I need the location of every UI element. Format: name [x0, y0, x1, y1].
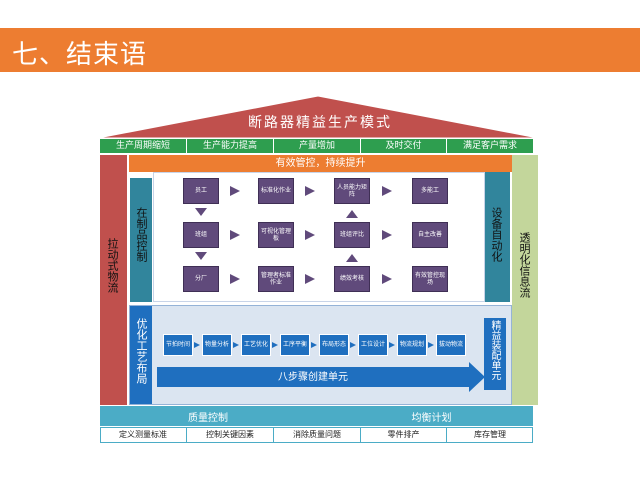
grid-box: 有效管控现场 [412, 266, 448, 292]
goal-3: 产量增加 [274, 139, 361, 153]
arrow-right-icon [382, 274, 392, 284]
inner-right-label: 设备自动化 [490, 207, 503, 262]
step-box: 工序平衡 [280, 334, 310, 356]
page-title: 七、结束语 [12, 40, 148, 70]
inner-left-label: 在制品控制 [135, 207, 148, 262]
arrow-right-icon [305, 230, 315, 240]
grid-box: 绩效考核 [334, 266, 370, 292]
inner-right-pillar [485, 172, 510, 302]
roof [97, 95, 539, 139]
foundation-item: 消除质量问题 [274, 427, 361, 443]
grid-box: 分厂 [183, 266, 219, 292]
lean-unit-label: 精益装配单元 [489, 320, 500, 380]
arrow-right-icon [389, 342, 395, 348]
arrow-down-icon [195, 252, 207, 260]
arrow-right-icon [305, 274, 315, 284]
right-pillar [512, 155, 538, 405]
grid-box: 管理者标准作业 [258, 266, 294, 292]
foundation-item: 库存管理 [474, 430, 506, 439]
arrow-right-icon [428, 342, 434, 348]
foundation-bottom [100, 427, 533, 443]
grid-box: 标准化作业 [258, 178, 294, 204]
eight-steps-label: 八步骤创建单元 [278, 372, 348, 383]
arrow-right-icon [233, 342, 239, 348]
foundation-item: 零件排产 [361, 427, 447, 443]
big-arrow-icon [157, 362, 485, 392]
step-box: 工位设计 [358, 334, 388, 356]
grid-box: 班组评比 [334, 222, 370, 248]
grid-box: 人员能力矩阵 [334, 178, 370, 204]
foundation-top [100, 406, 533, 426]
arrow-right-icon [194, 342, 200, 348]
arrow-down-icon [195, 208, 207, 216]
arrow-right-icon [230, 186, 240, 196]
arrow-right-icon [382, 230, 392, 240]
goal-2: 生产能力提高 [187, 139, 274, 153]
top-bar: 有效管控，持续提升 [129, 155, 512, 172]
arrow-right-icon [311, 342, 317, 348]
grid-box: 员工 [183, 178, 219, 204]
grid-box: 自主改善 [412, 222, 448, 248]
title-bar [0, 28, 640, 72]
foundation-plan: 均衡计划 [411, 413, 452, 424]
step-box: 物量分析 [202, 334, 232, 356]
step-box: 布局形态 [319, 334, 349, 356]
goal-5: 满足客户需求 [447, 139, 533, 153]
step-box: 拔动物流 [436, 334, 466, 356]
left-pillar-label: 拉动式物流 [106, 238, 119, 293]
grid-box: 可视化管理板 [258, 222, 294, 248]
arrow-right-icon [230, 274, 240, 284]
arrow-right-icon [305, 186, 315, 196]
arrow-up-icon [346, 254, 358, 262]
lean-unit-box [484, 318, 506, 390]
foundation-quality: 质量控制 [188, 413, 228, 424]
left-pillar [100, 155, 127, 405]
arrow-right-icon [272, 342, 278, 348]
goal-1: 生产周期缩短 [100, 139, 187, 153]
arrow-right-icon [230, 230, 240, 240]
inner-left-pillar [130, 178, 152, 302]
right-pillar-label: 透明化信息流 [518, 232, 531, 298]
foundation-item: 定义测量标准 [100, 427, 187, 443]
arrow-right-icon [382, 186, 392, 196]
layout-label-bg [130, 306, 152, 404]
arrow-right-icon [350, 342, 356, 348]
arrow-up-icon [346, 210, 358, 218]
step-box: 工艺优化 [241, 334, 271, 356]
grid-box: 多能工 [412, 178, 448, 204]
goal-4: 及时交付 [361, 139, 447, 153]
layout-label: 优化工艺布局 [135, 318, 148, 384]
roof-title: 断路器精益生产模式 [248, 115, 392, 131]
step-box: 物流规划 [397, 334, 427, 356]
step-box: 节拍时间 [163, 334, 193, 356]
grid-box: 班组 [183, 222, 219, 248]
foundation-item: 控制关键因素 [187, 427, 274, 443]
